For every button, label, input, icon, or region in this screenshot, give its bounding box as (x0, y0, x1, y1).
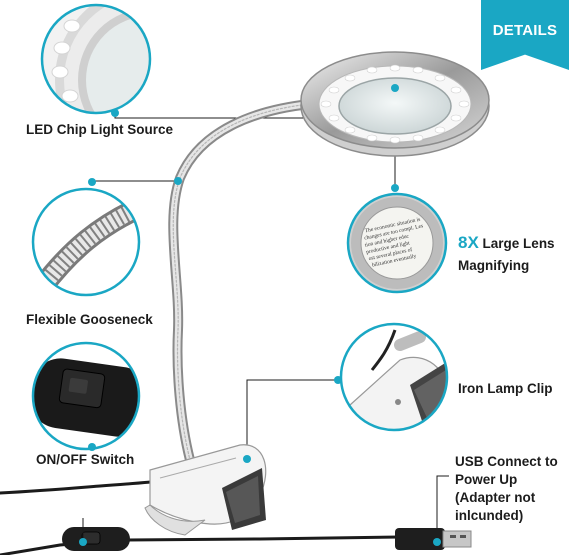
usb-label: USB Connect to Power Up (Adapter not inl… (455, 453, 558, 525)
clip-label: Iron Lamp Clip (458, 381, 553, 396)
gooseneck-label: Flexible Gooseneck (26, 312, 153, 327)
usb-plug (395, 528, 472, 550)
clip-callout (339, 322, 449, 432)
details-badge-label: DETAILS (492, 22, 558, 39)
callout-dots (88, 109, 399, 451)
gooseneck-marker (174, 177, 182, 185)
usb-label-line3: (Adapter not (455, 490, 536, 505)
lens-label-line2: Magnifying (458, 258, 530, 273)
usb-label-line2: Power Up (455, 472, 518, 487)
led-chip-label: LED Chip Light Source (26, 122, 173, 137)
lens-label-text: Large Lens (478, 236, 555, 251)
lens-label: 8X Large Lens Magnifying (458, 234, 555, 275)
lamp-head (300, 51, 490, 157)
details-badge: DETAILS (481, 0, 569, 70)
inline-switch (62, 518, 130, 551)
usb-label-line1: USB Connect to (455, 454, 558, 469)
lens-callout: The economic situation is changes are to… (346, 192, 448, 294)
lens-magnification-value: 8X (458, 233, 479, 252)
gooseneck-callout (31, 187, 141, 297)
usb-label-line4: inlcunded) (455, 508, 524, 523)
switch-label: ON/OFF Switch (36, 452, 135, 467)
lamp-clip-base (144, 444, 267, 536)
gooseneck-arm (168, 99, 315, 465)
led-chip-callout (40, 3, 152, 115)
switch-callout (31, 341, 141, 451)
